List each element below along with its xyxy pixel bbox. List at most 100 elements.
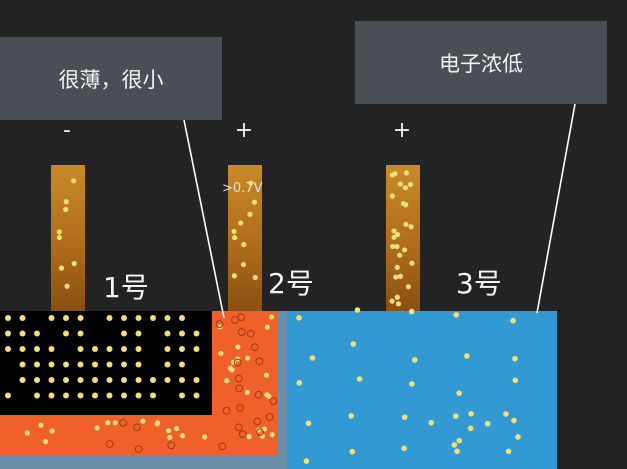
carrier-dot [401, 445, 407, 452]
carrier-dot [94, 425, 100, 431]
carrier-dot [234, 423, 243, 432]
carrier-dot [397, 181, 403, 187]
carrier-dot [231, 273, 237, 279]
electrode-carriers [56, 170, 415, 307]
carrier-dot [350, 341, 357, 347]
carrier-dot [394, 264, 400, 270]
carrier-dot [349, 448, 356, 455]
carrier-dot [263, 372, 269, 378]
carrier-dot [19, 330, 26, 337]
carrier-dot [389, 298, 395, 304]
callout-right-pointer [536, 103, 576, 314]
carrier-dot [403, 221, 409, 227]
carrier-dot [5, 392, 11, 399]
carrier-dot [106, 392, 113, 399]
carrier-dot [179, 361, 185, 368]
carrier-dot [296, 314, 302, 321]
region-1-label: 1号 [103, 271, 149, 304]
carrier-dot [222, 406, 231, 415]
carrier-dot [253, 417, 262, 426]
carrier-dot [409, 381, 415, 387]
carrier-dot [135, 361, 142, 368]
carrier-dot [394, 244, 400, 250]
carrier-dot [227, 365, 234, 371]
carrier-dot [193, 330, 200, 337]
carrier-dot [48, 346, 55, 352]
carrier-dot [224, 378, 230, 384]
carrier-dot [454, 448, 460, 455]
carrier-dot [215, 320, 224, 329]
carrier-dot [401, 414, 408, 421]
carrier-dot [397, 273, 404, 279]
carrier-dot [164, 377, 171, 383]
carrier-dot [92, 361, 98, 368]
collector-region [287, 311, 557, 469]
carrier-dot [179, 377, 185, 383]
carrier-dot [106, 377, 113, 383]
callout-thin-small: 很薄，很小 [0, 37, 222, 120]
terminal-2-sign: + [234, 118, 254, 143]
carrier-dot [77, 315, 84, 321]
carrier-dot [303, 458, 310, 464]
carrier-dot [58, 265, 65, 271]
carrier-dot [236, 404, 244, 412]
carrier-dot [391, 234, 397, 240]
carrier-dot [390, 243, 396, 250]
carrier-dot [484, 420, 491, 427]
carrier-dot [395, 301, 402, 307]
carrier-dot [164, 330, 171, 337]
carrier-dot [467, 425, 474, 432]
carrier-dot [43, 439, 49, 445]
collector-electrons [296, 307, 521, 464]
carrier-dot [510, 317, 516, 324]
carrier-dot [154, 421, 160, 427]
carrier-dot [5, 315, 11, 321]
terminal-1-sign: - [63, 118, 71, 143]
carrier-dot [19, 346, 26, 352]
carrier-dot [71, 178, 77, 184]
carrier-dot [248, 180, 254, 186]
carrier-dot [135, 330, 142, 337]
carrier-dot [179, 433, 186, 439]
carrier-dot [252, 274, 258, 281]
carrier-dot [48, 315, 55, 321]
carrier-dot [150, 315, 156, 321]
terminal-3-sign: + [392, 118, 412, 143]
carrier-dot [403, 202, 409, 208]
carrier-dot [150, 392, 156, 399]
carrier-dot [464, 353, 470, 359]
carrier-dot [71, 260, 77, 267]
carrier-dot [5, 346, 11, 352]
carrier-dot [217, 324, 223, 330]
carrier-dot [105, 440, 114, 448]
carrier-dot [193, 377, 200, 383]
carrier-dot [34, 392, 40, 399]
carrier-dot [63, 361, 69, 368]
carrier-dot [121, 346, 127, 352]
carrier-dot [428, 419, 435, 426]
carrier-dot [34, 330, 40, 337]
carrier-dot [231, 228, 237, 235]
carrier-dot [512, 355, 518, 362]
carrier-dot [250, 343, 259, 352]
carrier-dot [241, 241, 247, 248]
carrier-dot [389, 172, 395, 178]
carrier-dot [265, 413, 274, 421]
carrier-dot [394, 294, 400, 300]
carrier-dot [356, 376, 363, 382]
carrier-dot [389, 193, 395, 199]
carrier-dot [5, 330, 11, 337]
carrier-dot [179, 346, 185, 352]
carrier-dot [409, 260, 415, 266]
carrier-dot [105, 420, 111, 426]
carrier-dot [232, 234, 238, 241]
carrier-dot [77, 346, 84, 352]
carrier-dot [268, 314, 275, 320]
carrier-dot [77, 392, 84, 399]
carrier-dot [408, 308, 415, 315]
carrier-dot [305, 420, 312, 427]
carrier-dot [256, 428, 264, 437]
carrier-dot [235, 384, 244, 393]
carrier-dot [255, 357, 264, 366]
carrier-dot [121, 315, 127, 321]
